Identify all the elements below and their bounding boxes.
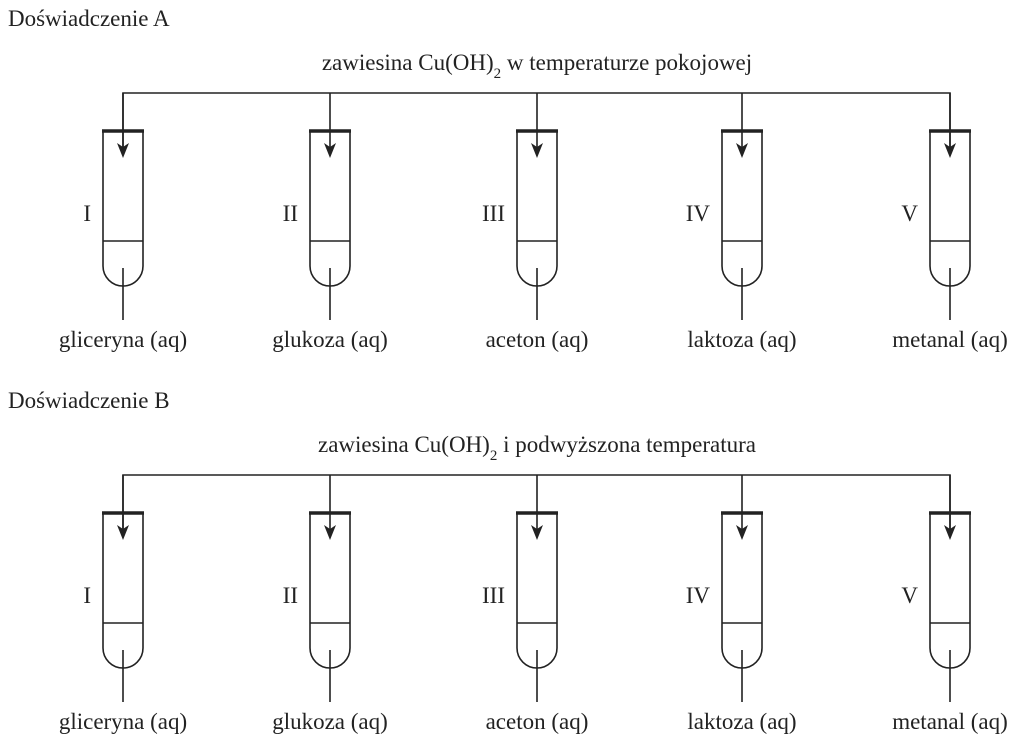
- arrow-down-icon: [324, 525, 336, 540]
- substance-label: metanal (aq): [892, 709, 1008, 734]
- arrow-down-icon: [117, 525, 129, 540]
- substance-label: gliceryna (aq): [59, 709, 187, 734]
- tube-numeral: III: [482, 201, 505, 226]
- arrow-down-icon: [531, 525, 543, 540]
- substance-label: laktoza (aq): [687, 709, 796, 734]
- arrow-down-icon: [736, 143, 748, 158]
- test-tube-4: IV laktoza (aq): [686, 93, 797, 352]
- substance-label: metanal (aq): [892, 327, 1008, 352]
- tube-numeral: IV: [686, 201, 711, 226]
- tube-numeral: II: [283, 583, 298, 608]
- test-tube-3: III aceton (aq): [482, 475, 588, 734]
- substance-label: gliceryna (aq): [59, 327, 187, 352]
- substance-label: glukoza (aq): [272, 327, 388, 352]
- tube-numeral: IV: [686, 583, 711, 608]
- arrow-down-icon: [531, 143, 543, 158]
- tube-numeral: II: [283, 201, 298, 226]
- arrow-down-icon: [944, 143, 956, 158]
- arrow-down-icon: [117, 143, 129, 158]
- substance-label: laktoza (aq): [687, 327, 796, 352]
- tube-numeral: III: [482, 583, 505, 608]
- arrow-down-icon: [736, 525, 748, 540]
- substance-label: glukoza (aq): [272, 709, 388, 734]
- reagent-label: zawiesina Cu(OH)2 w temperaturze pokojow…: [322, 50, 752, 82]
- experiment-b: Doświadczenie B zawiesina Cu(OH)2 i podwy…: [8, 388, 1008, 734]
- experiment-a: Doświadczenie A zawiesina Cu(OH)2 w tempe…: [8, 6, 1008, 352]
- tube-numeral: I: [83, 201, 91, 226]
- experiment-title: Doświadczenie A: [8, 6, 170, 31]
- arrow-down-icon: [944, 525, 956, 540]
- test-tube-2: II glukoza (aq): [272, 93, 388, 352]
- substance-label: aceton (aq): [486, 327, 589, 352]
- substance-label: aceton (aq): [486, 709, 589, 734]
- experiment-title: Doświadczenie B: [8, 388, 170, 413]
- reagent-label: zawiesina Cu(OH)2 i podwyższona temperat…: [318, 432, 756, 464]
- test-tube-3: III aceton (aq): [482, 93, 588, 352]
- tube-numeral: I: [83, 583, 91, 608]
- test-tube-2: II glukoza (aq): [272, 475, 388, 734]
- tube-numeral: V: [901, 201, 918, 226]
- test-tube-4: IV laktoza (aq): [686, 475, 797, 734]
- arrow-down-icon: [324, 143, 336, 158]
- tube-numeral: V: [901, 583, 918, 608]
